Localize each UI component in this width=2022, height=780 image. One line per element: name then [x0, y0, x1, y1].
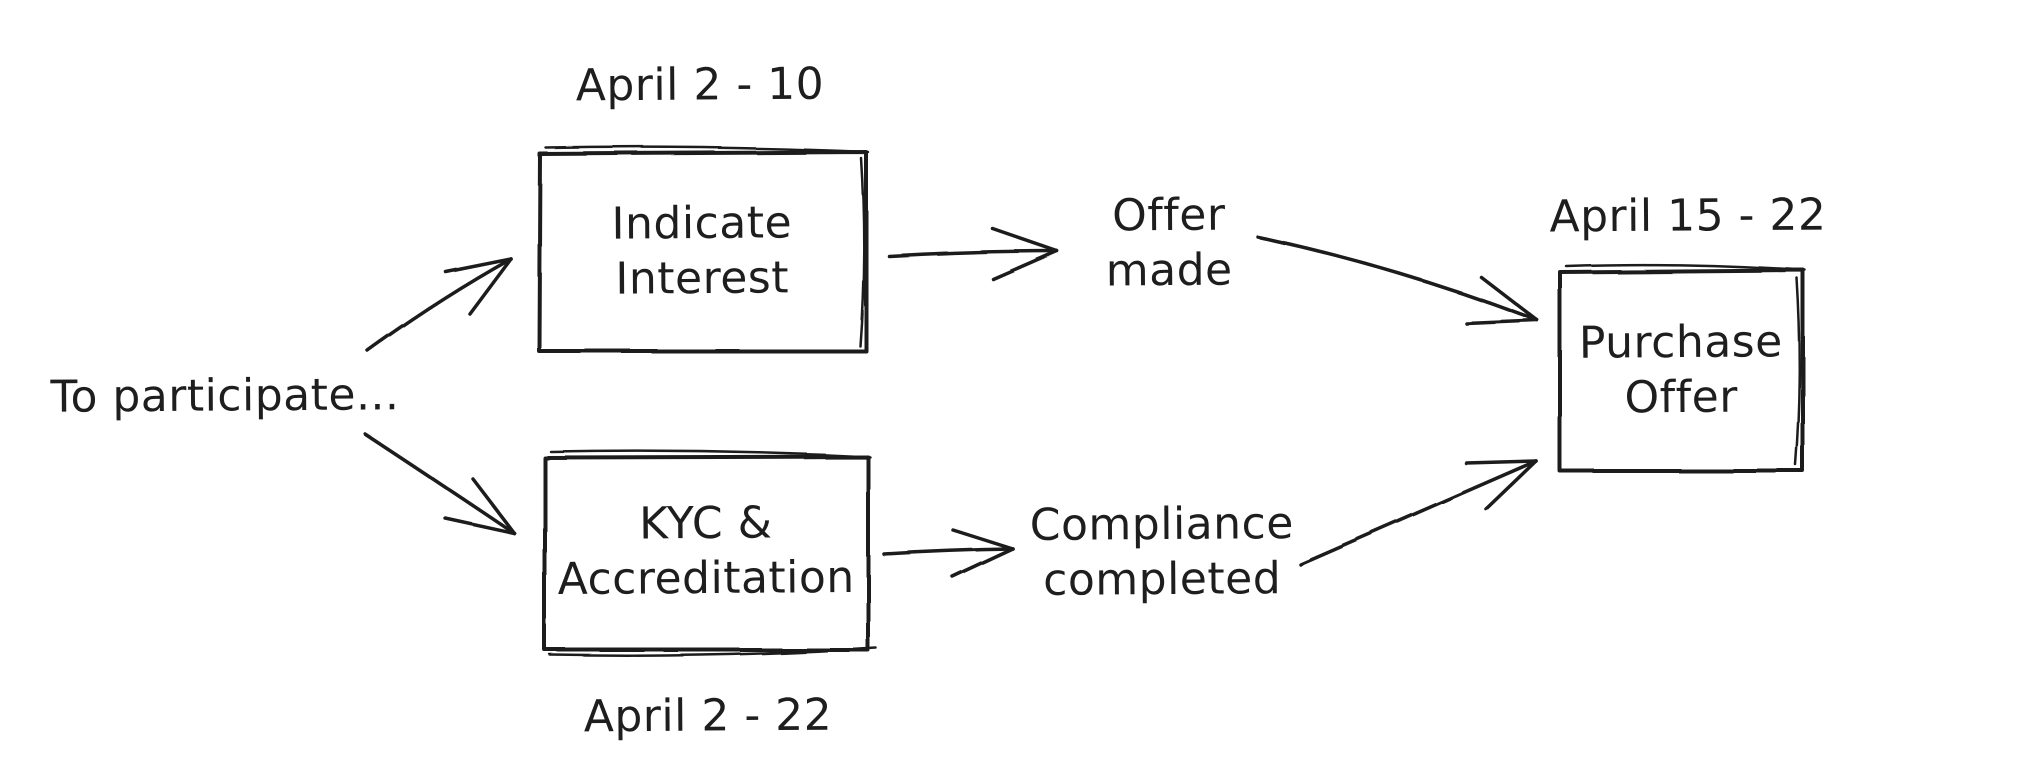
arrow-start-to-indicate-interest [366, 257, 513, 353]
purchase-offer-date-label: April 15 - 22 [1549, 189, 1827, 243]
offer-made-label: Offer made [1105, 189, 1233, 297]
start-label: To participate... [50, 369, 400, 423]
arrow-indicate-to-offer-made [887, 227, 1059, 281]
arrow-compliance-to-purchase [1298, 459, 1538, 566]
purchase-offer-box-label: Purchase Offer [1578, 316, 1783, 424]
compliance-completed-label: Compliance completed [1029, 498, 1294, 606]
kyc-accreditation-date-label: April 2 - 22 [583, 689, 833, 743]
arrow-kyc-to-compliance [882, 528, 1015, 579]
indicate-interest-box-label: Indicate Interest [611, 197, 793, 305]
indicate-interest-box [537, 145, 870, 353]
arrow-offer-made-to-purchase [1256, 235, 1539, 325]
indicate-interest-date-label: April 2 - 10 [575, 58, 825, 112]
purchase-offer-box [1558, 263, 1807, 473]
kyc-accreditation-box [543, 449, 878, 657]
arrow-start-to-kyc [363, 432, 517, 536]
kyc-accreditation-box-label: KYC & Accreditation [557, 497, 855, 606]
